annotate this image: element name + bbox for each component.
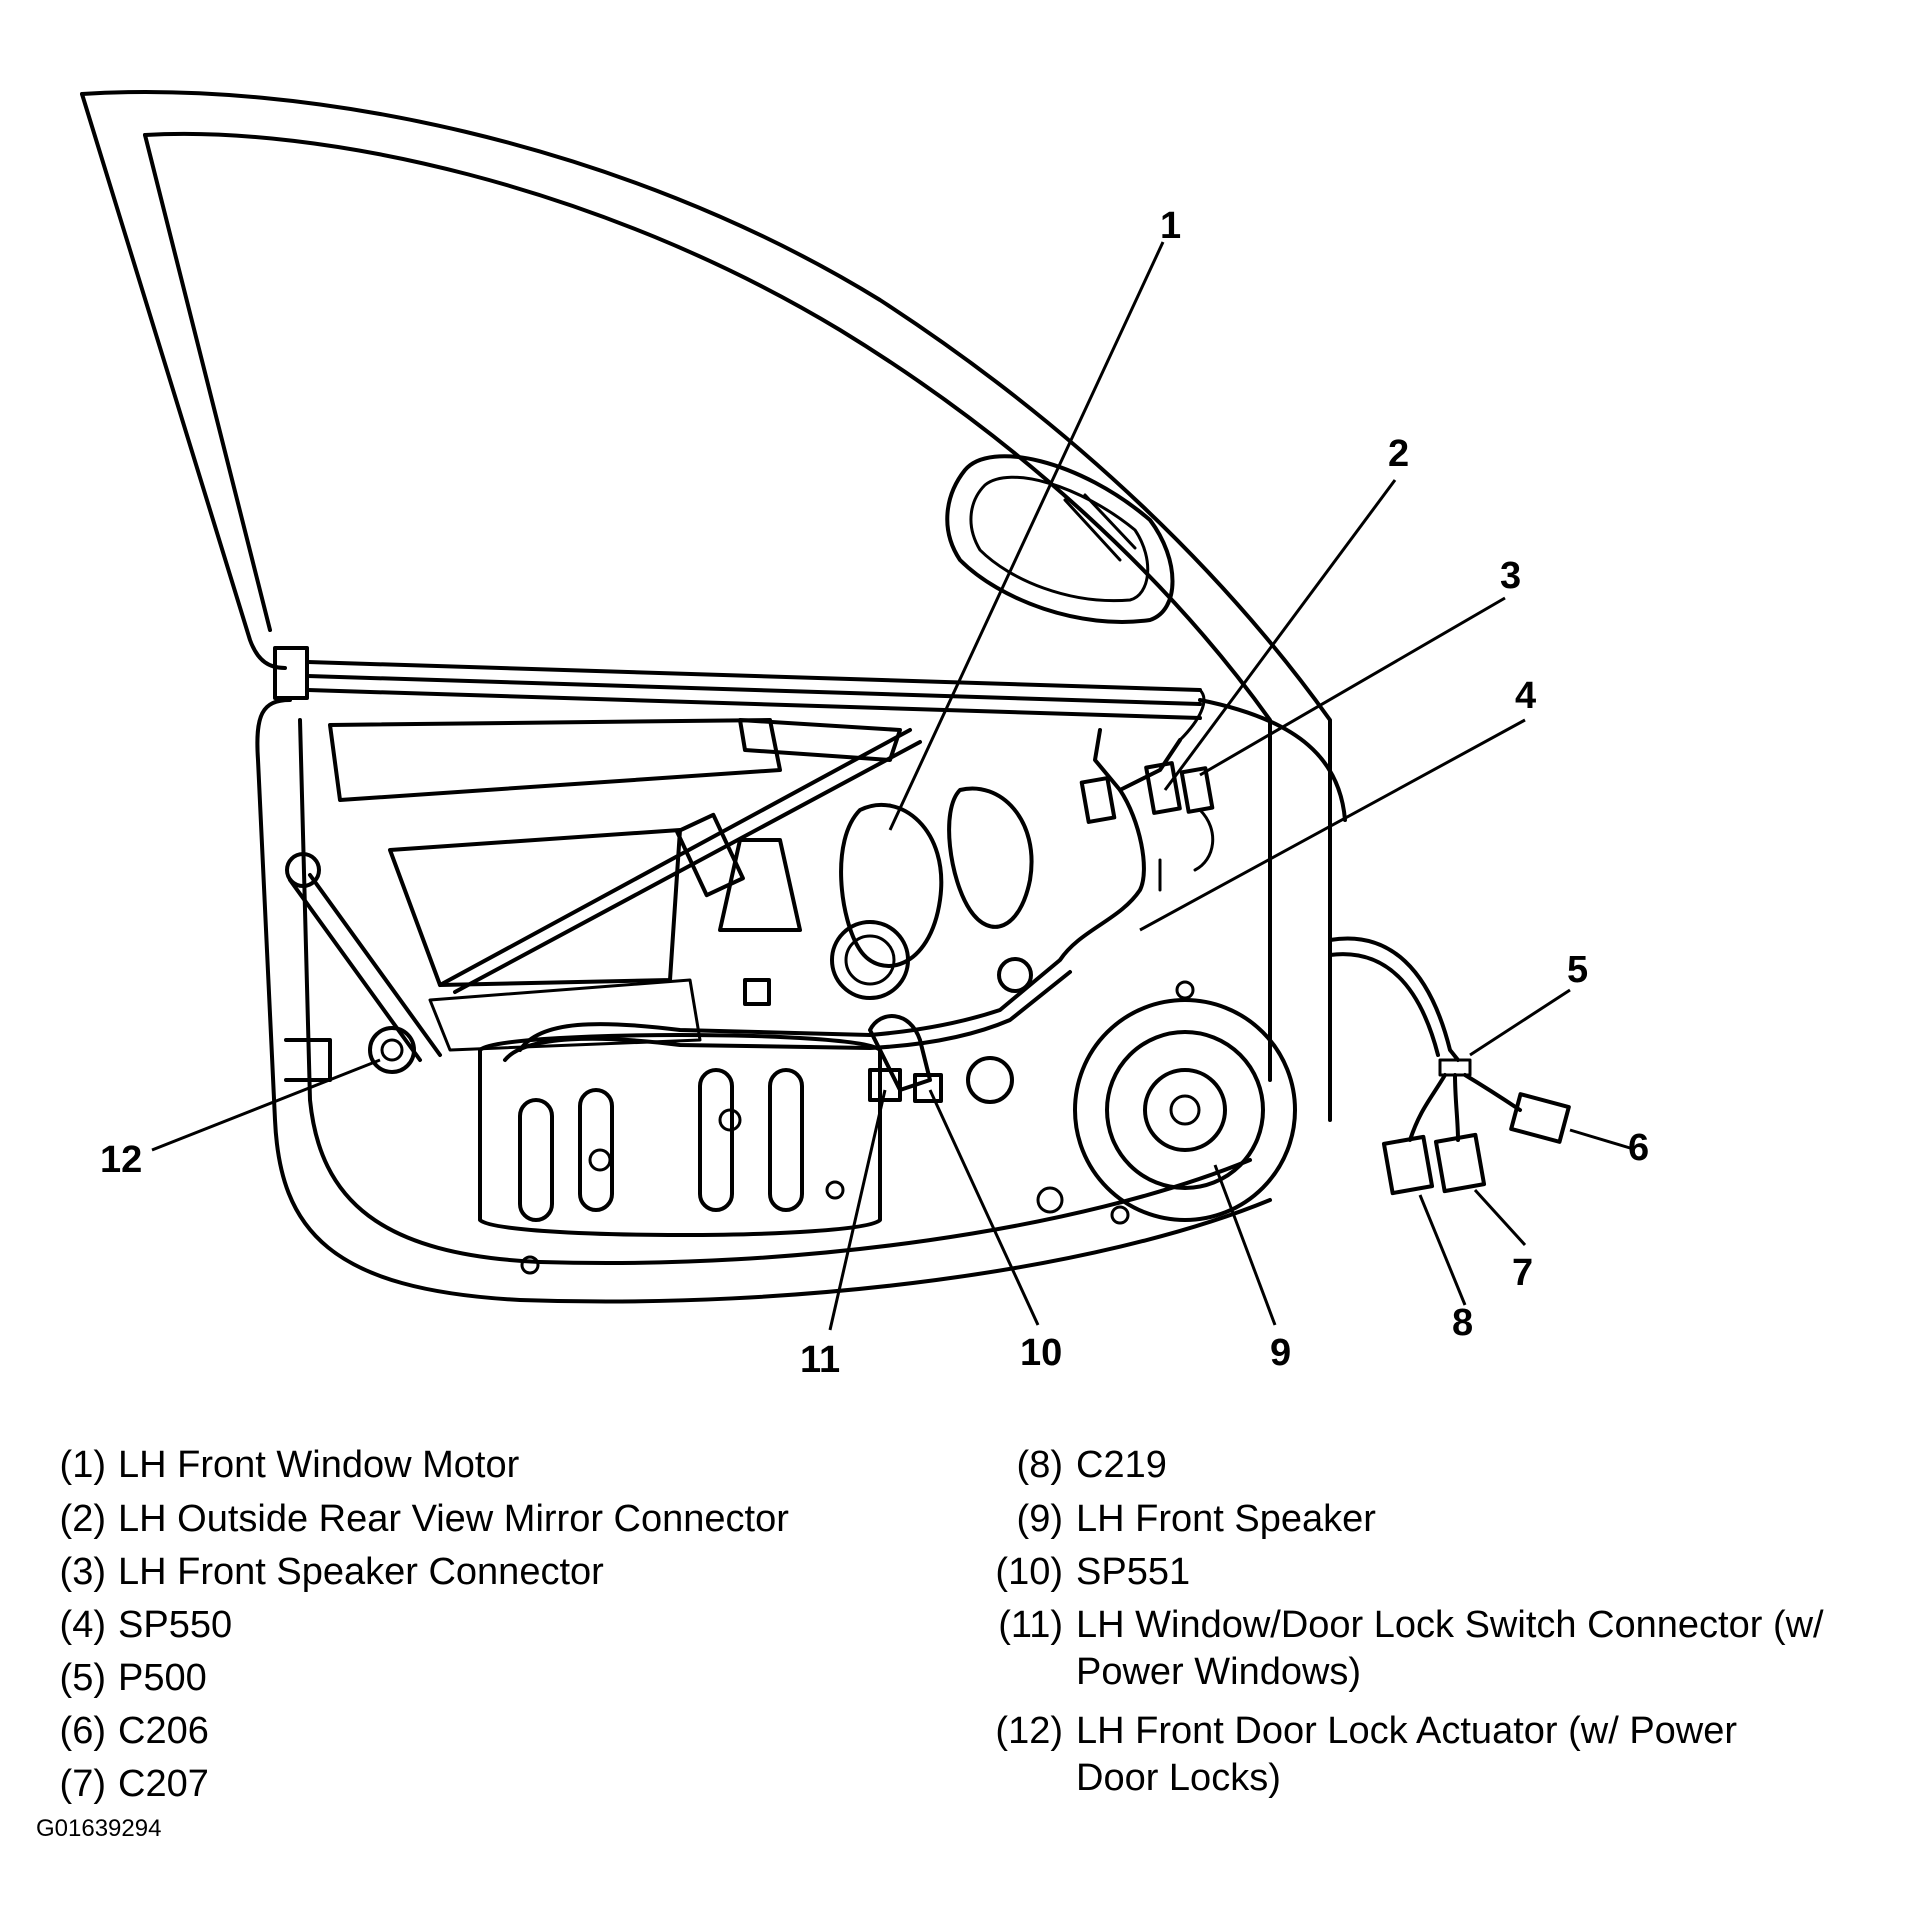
legend-text: LH Front Speaker	[1076, 1498, 1376, 1540]
callout-6: 6	[1628, 1127, 1649, 1169]
legend-text: SP551	[1076, 1551, 1191, 1593]
door-panel	[255, 454, 1571, 1304]
legend-number: (10)	[995, 1551, 1063, 1593]
figure-id: G01639294	[36, 1815, 162, 1842]
legend-number: (1)	[59, 1444, 106, 1486]
callout-9: 9	[1270, 1332, 1291, 1374]
legend-number: (6)	[59, 1710, 106, 1752]
legend-text: LH Front Door Lock Actuator (w/ Power	[1076, 1710, 1738, 1752]
legend-number: (5)	[59, 1657, 106, 1699]
legend-text: LH Outside Rear View Mirror Connector	[118, 1498, 789, 1540]
legend-number: (4)	[59, 1604, 106, 1646]
callout-3: 3	[1500, 555, 1521, 597]
legend-number: (2)	[59, 1498, 106, 1540]
legend-text: LH Front Speaker Connector	[118, 1551, 604, 1593]
callout-11: 11	[800, 1339, 840, 1381]
legend-text: LH Front Window Motor	[118, 1444, 520, 1486]
callout-5: 5	[1567, 949, 1588, 991]
legend-number: (12)	[995, 1710, 1063, 1752]
legend-number: (11)	[998, 1604, 1063, 1646]
callout-2: 2	[1388, 433, 1409, 475]
callout-8: 8	[1452, 1302, 1473, 1344]
legend-text: C207	[118, 1763, 209, 1805]
legend-number: (3)	[59, 1551, 106, 1593]
legend-text: Power Windows)	[1076, 1651, 1362, 1693]
callout-4: 4	[1515, 675, 1536, 717]
legend-text: SP550	[118, 1604, 233, 1646]
callout-1: 1	[1160, 205, 1181, 247]
callout-labels: 1 2 3 4 5 6 7 8 9 10 11 12	[100, 205, 1649, 1381]
legend-text: P500	[118, 1657, 207, 1699]
legend-number: (9)	[1016, 1498, 1063, 1540]
legend-text: Door Locks)	[1076, 1757, 1281, 1799]
legend-number: (7)	[59, 1763, 106, 1805]
legend-text: C219	[1076, 1444, 1167, 1486]
leader-lines	[151, 241, 1631, 1331]
callout-12: 12	[100, 1139, 142, 1181]
legend-text: C206	[118, 1710, 209, 1752]
callout-10: 10	[1020, 1332, 1062, 1374]
door-wiring-diagram: 1 2 3 4 5 6 7 8 9 10 11 12	[80, 90, 1649, 1381]
window-frame	[80, 90, 1332, 1122]
legend-number: (8)	[1016, 1444, 1063, 1486]
legend-text: LH Window/Door Lock Switch Connector (w/	[1076, 1604, 1824, 1646]
callout-7: 7	[1512, 1252, 1533, 1294]
